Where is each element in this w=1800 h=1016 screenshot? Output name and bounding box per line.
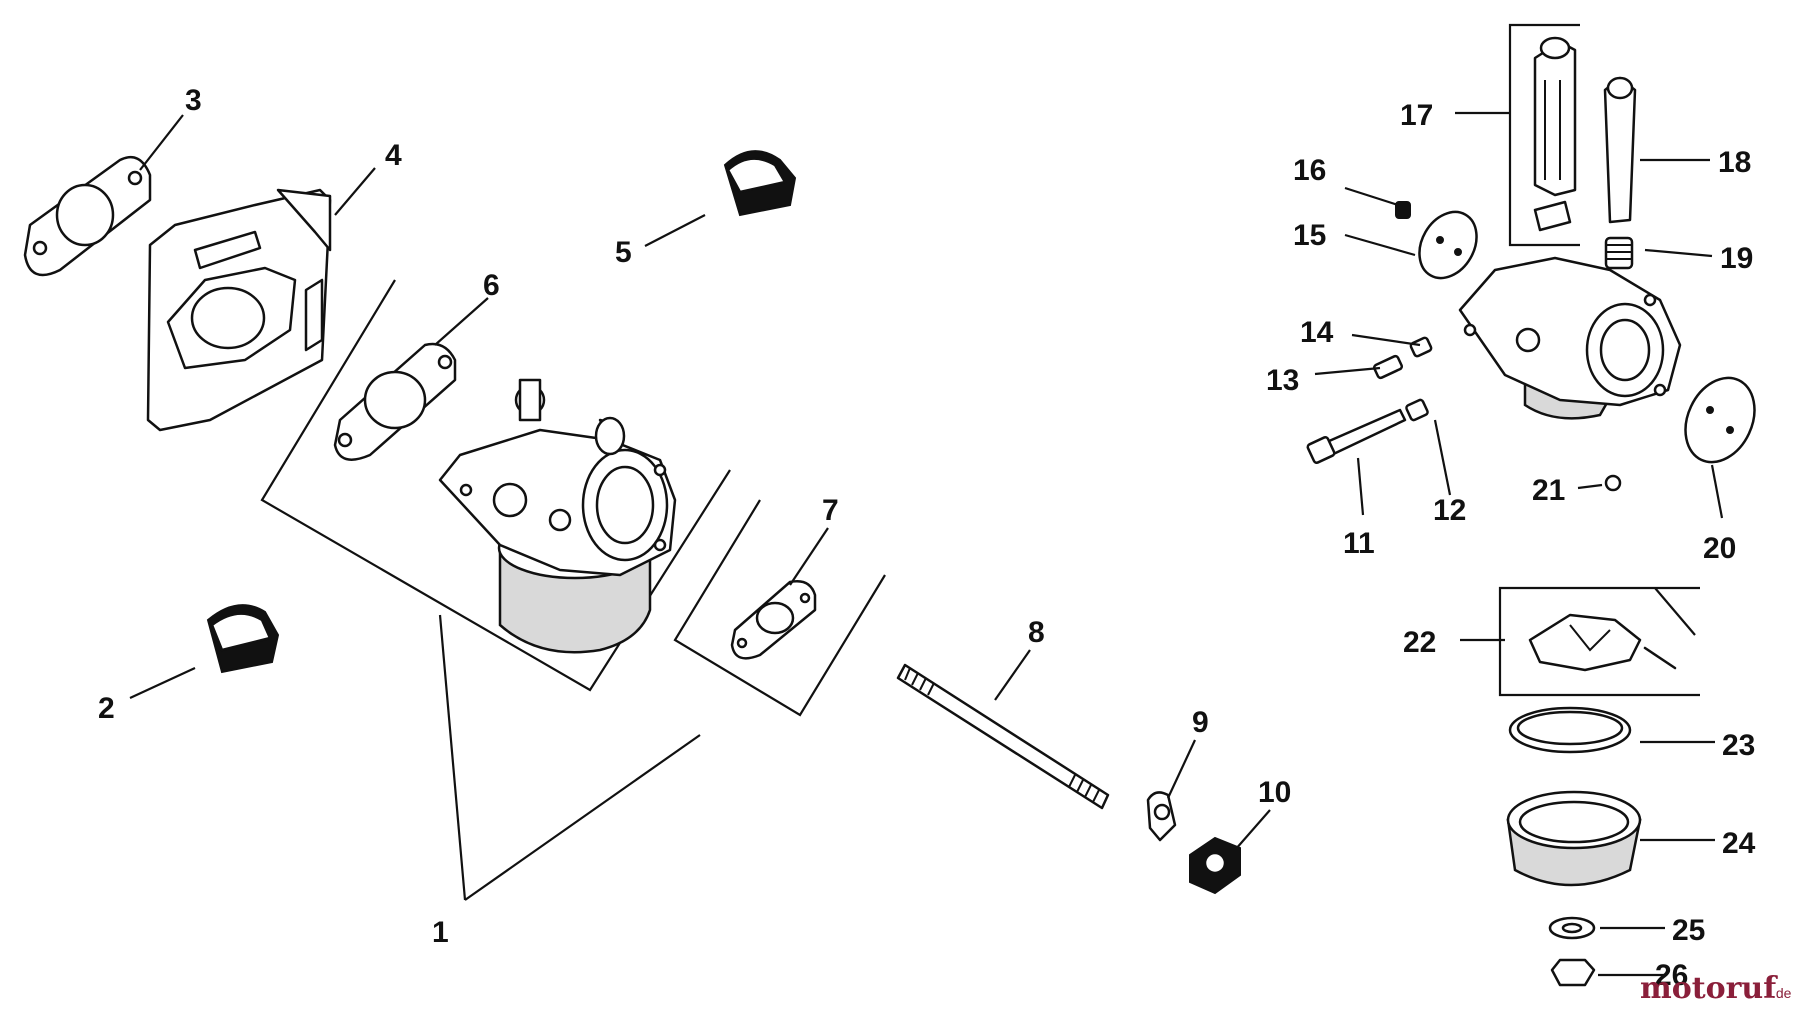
part-22-float	[1528, 613, 1677, 672]
callout-8: 8	[1028, 616, 1045, 649]
part-6-gasket	[333, 342, 457, 461]
carburetor-body-right	[1458, 256, 1682, 420]
part-14-screw	[1409, 336, 1433, 358]
callout-7: 7	[822, 494, 839, 527]
part-26-nut	[1550, 958, 1596, 987]
callout-13: 13	[1266, 364, 1299, 397]
part-11-screw	[1306, 408, 1407, 464]
part-21-ball	[1604, 474, 1622, 492]
callout-12: 12	[1433, 494, 1466, 527]
callout-9: 9	[1192, 706, 1209, 739]
callout-23: 23	[1722, 729, 1755, 762]
part-12-spring	[1405, 398, 1429, 422]
part-7-gasket	[730, 580, 817, 660]
part-19-spring	[1604, 236, 1634, 270]
callout-6: 6	[483, 269, 500, 302]
callout-14: 14	[1300, 316, 1334, 349]
part-8-stud	[896, 663, 1110, 810]
part-9-clip	[1146, 791, 1177, 842]
part-3-gasket	[23, 155, 152, 277]
callout-4: 4	[385, 139, 402, 172]
leader-lines	[129, 111, 1724, 977]
bracket-17	[1508, 23, 1580, 247]
callout-26: 26	[1655, 959, 1688, 992]
part-4-plate	[146, 188, 332, 432]
callout-18: 18	[1718, 146, 1751, 179]
part-25-washer	[1548, 916, 1596, 940]
part-18-needle	[1603, 76, 1637, 224]
callout-19: 19	[1720, 242, 1753, 275]
callout-2: 2	[98, 692, 115, 725]
callout-24: 24	[1722, 827, 1756, 860]
watermark: motoruf .de	[1640, 971, 1792, 1006]
callout-10: 10	[1258, 776, 1291, 809]
callout-1: 1	[432, 916, 449, 949]
callout-16: 16	[1293, 154, 1326, 187]
callout-3: 3	[185, 84, 202, 117]
part-15-disc	[1418, 210, 1478, 280]
bracket-22	[1498, 586, 1700, 697]
callout-25: 25	[1672, 914, 1705, 947]
part-24-bowl	[1506, 790, 1642, 887]
callout-15: 15	[1293, 219, 1326, 252]
part-17-bracket	[1533, 36, 1577, 232]
part-13-screw	[1372, 354, 1404, 380]
callout-17: 17	[1400, 99, 1433, 132]
bracket-22-diag	[1654, 587, 1696, 636]
part-10-nut	[1189, 836, 1241, 895]
callout-numbers: 1 2 3 4 5 6 7 8 9 10 11 12 13 14 15 16 1…	[98, 84, 1756, 992]
part-5-cap	[723, 150, 797, 217]
carburetor-body-left	[438, 378, 677, 654]
assembly-1-bracket	[260, 279, 886, 901]
part-2-cap	[206, 604, 280, 674]
watermark-suffix: .de	[1772, 985, 1792, 1001]
callout-11: 11	[1343, 527, 1375, 560]
watermark-brand: motoruf	[1640, 971, 1778, 1006]
part-16-screw	[1395, 201, 1411, 219]
callout-20: 20	[1703, 532, 1736, 565]
part-20-disc	[1684, 376, 1756, 464]
part-23-ring	[1508, 706, 1632, 754]
callout-22: 22	[1403, 626, 1436, 659]
callout-21: 21	[1532, 474, 1565, 507]
callout-5: 5	[615, 236, 632, 269]
